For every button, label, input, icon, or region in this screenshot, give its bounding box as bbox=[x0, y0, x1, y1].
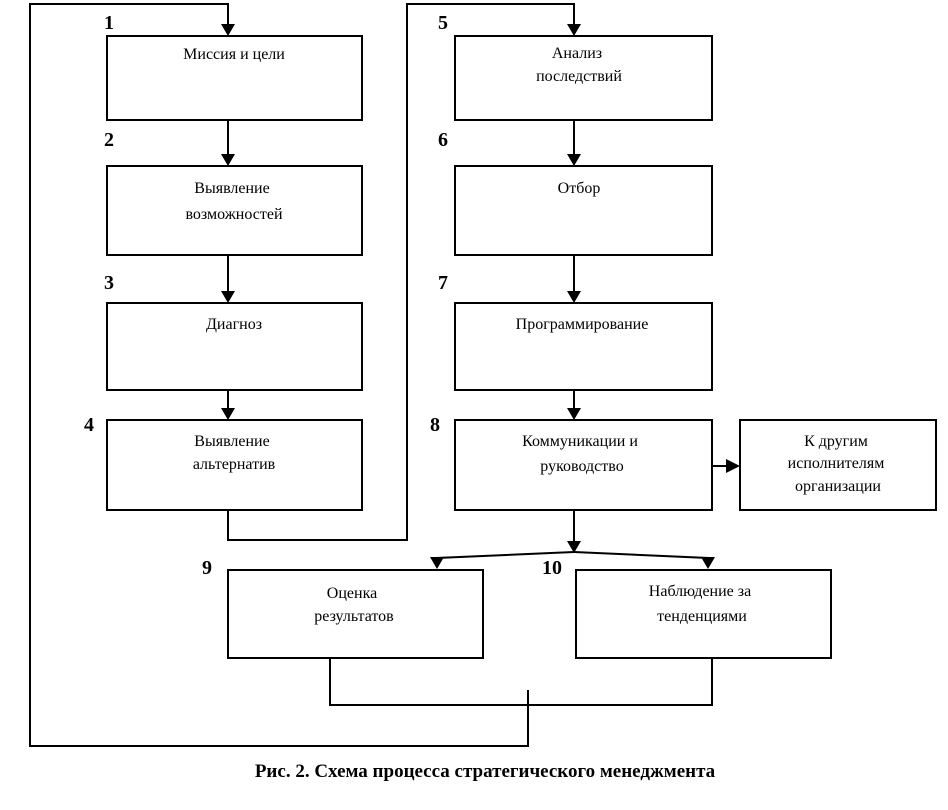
box-6-label-line-1: Отбор bbox=[558, 180, 601, 197]
box-8-label-line-2: руководство bbox=[540, 458, 623, 475]
box-4-label-line-1: Выявление bbox=[194, 433, 269, 450]
box-5-label-line-2: последствий bbox=[536, 68, 622, 85]
step-number-2: 2 bbox=[104, 129, 114, 151]
box-1: Миссия и цели bbox=[106, 35, 363, 121]
step-number-8: 8 bbox=[430, 414, 440, 436]
side-box-other-executors: К другим исполнителям организации bbox=[739, 419, 937, 511]
arrow-into-box-3 bbox=[221, 291, 235, 303]
box-7-label-line-1: Программирование bbox=[516, 316, 649, 333]
box-4: Выявление альтернатив bbox=[106, 419, 363, 511]
arrow-into-box-6 bbox=[567, 154, 581, 166]
box-1-label-line-1: Миссия и цели bbox=[183, 46, 285, 63]
side-box-label-line-2: исполнителям bbox=[788, 455, 885, 472]
svg-text:Диагноз: Диагноз bbox=[206, 316, 262, 333]
svg-text:Миссия и цели: Миссия и цели bbox=[183, 46, 285, 63]
svg-text:Выявление альтернатив: Выявление альтернатив bbox=[193, 433, 276, 473]
box-9-label-line-2: результатов bbox=[314, 608, 394, 625]
svg-text:Наблюдение за тенденциям: Наблюдение за тенденциями bbox=[649, 583, 755, 625]
arrow-into-box-8 bbox=[567, 408, 581, 420]
box-2-label-line-2: возможностей bbox=[185, 206, 282, 223]
box-5: Анализ последствий bbox=[454, 35, 713, 121]
join-9-10 bbox=[329, 658, 713, 706]
box-10: Наблюдение за тенденциями bbox=[575, 569, 832, 659]
box-5-label-line-1: Анализ bbox=[552, 45, 602, 62]
step-number-4: 4 bbox=[84, 414, 94, 436]
step-number-5: 5 bbox=[438, 12, 448, 34]
box-8-label-line-1: Коммуникации и bbox=[522, 433, 638, 450]
box-6: Отбор bbox=[454, 165, 713, 256]
svg-text:Программирование: Программирование bbox=[516, 316, 649, 333]
box-8: Коммуникации и руководство bbox=[454, 419, 713, 511]
arrow-into-side-box bbox=[726, 459, 740, 473]
step-number-6: 6 bbox=[438, 129, 448, 151]
box-4-label-line-2: альтернатив bbox=[193, 456, 276, 473]
arrow-into-box-1 bbox=[221, 24, 235, 36]
svg-text:Анализ последствий: Анализ последствий bbox=[536, 45, 622, 85]
svg-text:К другим исполнителям: К другим исполнителям организации bbox=[788, 433, 889, 495]
svg-text:Отбор: Отбор bbox=[558, 180, 601, 197]
svg-text:Коммуникации и руководст: Коммуникации и руководство bbox=[522, 433, 642, 475]
box-9-label-line-1: Оценка bbox=[327, 585, 377, 602]
box-2: Выявление возможностей bbox=[106, 165, 363, 256]
arrow-into-box-4 bbox=[221, 408, 235, 420]
feedback-loop-line bbox=[29, 3, 529, 747]
arrow-into-box-5 bbox=[567, 24, 581, 36]
arrow-into-box-7 bbox=[567, 291, 581, 303]
side-box-label-line-3: организации bbox=[795, 478, 881, 495]
svg-text:Выявление возможностей: Выявление возможностей bbox=[185, 180, 282, 223]
step-number-10: 10 bbox=[542, 557, 562, 579]
connector-4-5 bbox=[227, 3, 575, 541]
box-3-label-line-1: Диагноз bbox=[206, 316, 262, 333]
step-number-1: 1 bbox=[104, 12, 114, 34]
box-3: Диагноз bbox=[106, 302, 363, 391]
box-7: Программирование bbox=[454, 302, 713, 391]
box-10-label-line-1: Наблюдение за bbox=[649, 583, 751, 600]
arrow-into-box-2 bbox=[221, 154, 235, 166]
box-2-label-line-1: Выявление bbox=[194, 180, 269, 197]
arrow-into-box-10 bbox=[701, 557, 715, 569]
step-number-7: 7 bbox=[438, 272, 448, 294]
arrow-into-box-9 bbox=[430, 557, 444, 569]
step-number-9: 9 bbox=[202, 557, 212, 579]
box-10-label-line-2: тенденциями bbox=[657, 608, 747, 625]
split-arrow-head bbox=[567, 541, 581, 553]
connector-split-10 bbox=[573, 551, 709, 559]
box-9: Оценка результатов bbox=[227, 569, 484, 659]
step-number-3: 3 bbox=[104, 272, 114, 294]
figure-caption: Рис. 2. Схема процесса стратегического м… bbox=[255, 761, 716, 782]
svg-text:Оценка результатов: Оценка результатов bbox=[314, 585, 394, 625]
side-box-label-line-1: К другим bbox=[804, 433, 868, 450]
connectors bbox=[29, 3, 740, 747]
